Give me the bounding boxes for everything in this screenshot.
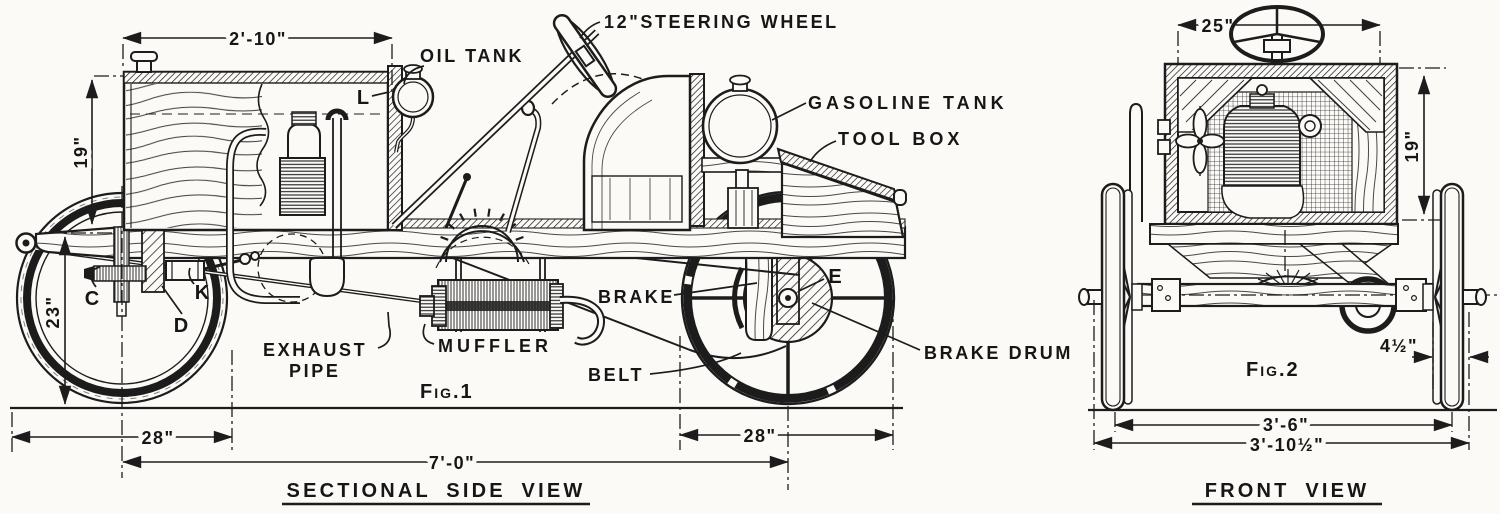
seat: [551, 73, 705, 232]
oil-tank: [391, 64, 435, 153]
label-brake: BRAKE: [598, 287, 675, 307]
dim-wheelbase: 7'-0": [429, 453, 475, 473]
side-view-title: SECTIONAL SIDE VIEW: [287, 480, 586, 502]
ref-letter-k: K: [195, 282, 210, 304]
label-tool-box: TOOL BOX: [838, 129, 963, 149]
front-view-left-wheel: [1078, 182, 1143, 412]
front-body: [1129, 62, 1399, 226]
ref-letter-e: E: [828, 266, 841, 288]
flywheel-gear: [435, 208, 531, 269]
carburetor-bowl: [309, 257, 345, 298]
label-muffler: MUFFLER: [438, 336, 552, 356]
steering-column: [391, 13, 618, 229]
dim-hood-length: 2'-10": [229, 29, 287, 49]
figure-label-2: Fig.2: [1246, 359, 1300, 381]
dim-front-body-height: 19": [1402, 129, 1422, 162]
dim-front-wheel: 28": [141, 428, 174, 448]
label-exhaust: EXHAUST: [263, 340, 367, 360]
ref-letter-l: L: [357, 87, 369, 109]
side-view-drawing: [15, 13, 907, 406]
dim-overall-width: 3'-10½": [1250, 435, 1324, 455]
hood: [122, 51, 403, 232]
dim-hood-height: 19": [71, 135, 91, 168]
label-steering-wheel: 12"STEERING WHEEL: [604, 12, 839, 32]
figure-label-1: Fig.1: [420, 381, 474, 403]
corner-brace-right: [1308, 77, 1385, 133]
rear-wheel: [680, 190, 896, 406]
brake-band: [732, 266, 745, 330]
gasoline-tank: [701, 74, 791, 229]
engine: [226, 108, 349, 304]
front-view-right-wheel: [1422, 182, 1487, 412]
tool-box: [776, 147, 907, 239]
front-engine: [1221, 84, 1322, 219]
muffler: [419, 258, 605, 346]
dim-wheel-track: 3'-6": [1263, 415, 1309, 435]
front-view-annotations: 19" Fig.2 4½" 3'-6" 3'-10½" FRONT VIEW: [1093, 67, 1489, 506]
steering-wheel: [552, 13, 618, 99]
front-view-title: FRONT VIEW: [1205, 480, 1370, 502]
label-brake-drum: BRAKE DRUM: [924, 343, 1073, 363]
dim-wheel-height: 23": [43, 295, 63, 328]
front-steering-wheel: [1229, 5, 1325, 64]
label-belt: BELT: [588, 365, 644, 385]
side-view-annotations: 2'-10" 19" 23" 12"STEERING WHEEL OIL TAN…: [11, 12, 1073, 506]
ref-letter-d: D: [174, 315, 188, 337]
label-oil-tank: OIL TANK: [420, 46, 524, 66]
label-gasoline-tank: GASOLINE TANK: [808, 93, 1008, 113]
brake-shoe: [745, 251, 773, 341]
ref-letter-c: C: [85, 288, 99, 310]
ground-lines: [10, 406, 1497, 412]
dim-hub-offset: 4½": [1380, 336, 1418, 356]
label-exhaust-pipe: PIPE: [289, 361, 340, 381]
front-view-drawing: 25": [1078, 5, 1497, 412]
fan: [1175, 106, 1225, 176]
crank-rod: [1129, 102, 1143, 222]
dim-rear-wheel: 28": [743, 426, 776, 446]
